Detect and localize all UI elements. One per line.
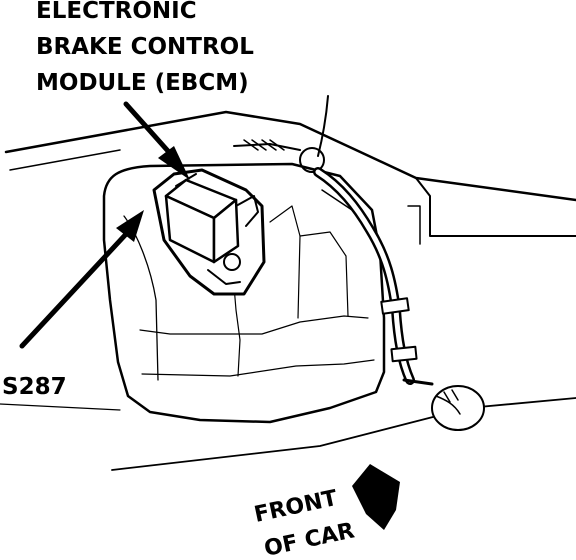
s287-label: S287 <box>2 374 67 400</box>
latch-cable <box>233 95 329 173</box>
front-of-car-line1: FRONT <box>252 486 339 528</box>
ebcm-label-line3: MODULE (EBCM) <box>36 70 249 96</box>
trunk-outline <box>0 110 576 471</box>
s287-leader-arrow <box>19 210 144 349</box>
front-of-car-line2: OF CAR <box>262 518 357 560</box>
ebcm-callout-label: ELECTRONIC BRAKE CONTROL MODULE (EBCM) <box>36 0 254 96</box>
front-of-car-arrow <box>352 464 400 530</box>
ebcm-label-line1: ELECTRONIC <box>36 0 197 24</box>
front-of-car-label: FRONT OF CAR <box>252 486 357 560</box>
ebcm-leader-arrow <box>123 101 190 180</box>
ebcm-module <box>152 168 266 296</box>
ebcm-label-line2: BRAKE CONTROL <box>36 34 254 60</box>
wiring-harness <box>313 167 485 431</box>
